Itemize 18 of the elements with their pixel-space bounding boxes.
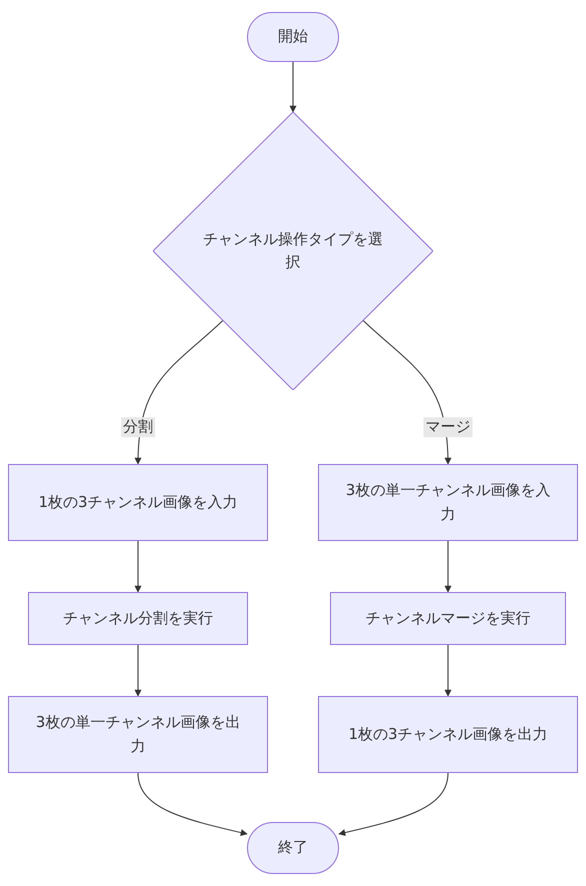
process-box: 1枚の3チャンネル画像を出力 (318, 696, 578, 773)
edge-label: 分割 (121, 417, 155, 437)
arrow (138, 772, 248, 836)
process-box: 3枚の単一チャンネル画像を入力 (318, 464, 578, 541)
arrow (134, 644, 142, 697)
process-box: チャンネル分割を実行 (28, 592, 248, 645)
arrow (338, 772, 448, 836)
arrow (134, 540, 142, 593)
process-box: 3枚の単一チャンネル画像を出力 (8, 696, 268, 773)
decision-text: チャンネル操作タイプを選択 (203, 228, 383, 273)
arrow (290, 62, 296, 113)
arrow (444, 644, 452, 697)
edge-label: マージ (424, 417, 472, 437)
terminal-box: 終了 (247, 822, 339, 874)
process-box: チャンネルマージを実行 (330, 592, 566, 645)
arrow (444, 540, 452, 593)
process-box: 1枚の3チャンネル画像を入力 (8, 464, 268, 541)
terminal-box: 開始 (247, 12, 339, 62)
